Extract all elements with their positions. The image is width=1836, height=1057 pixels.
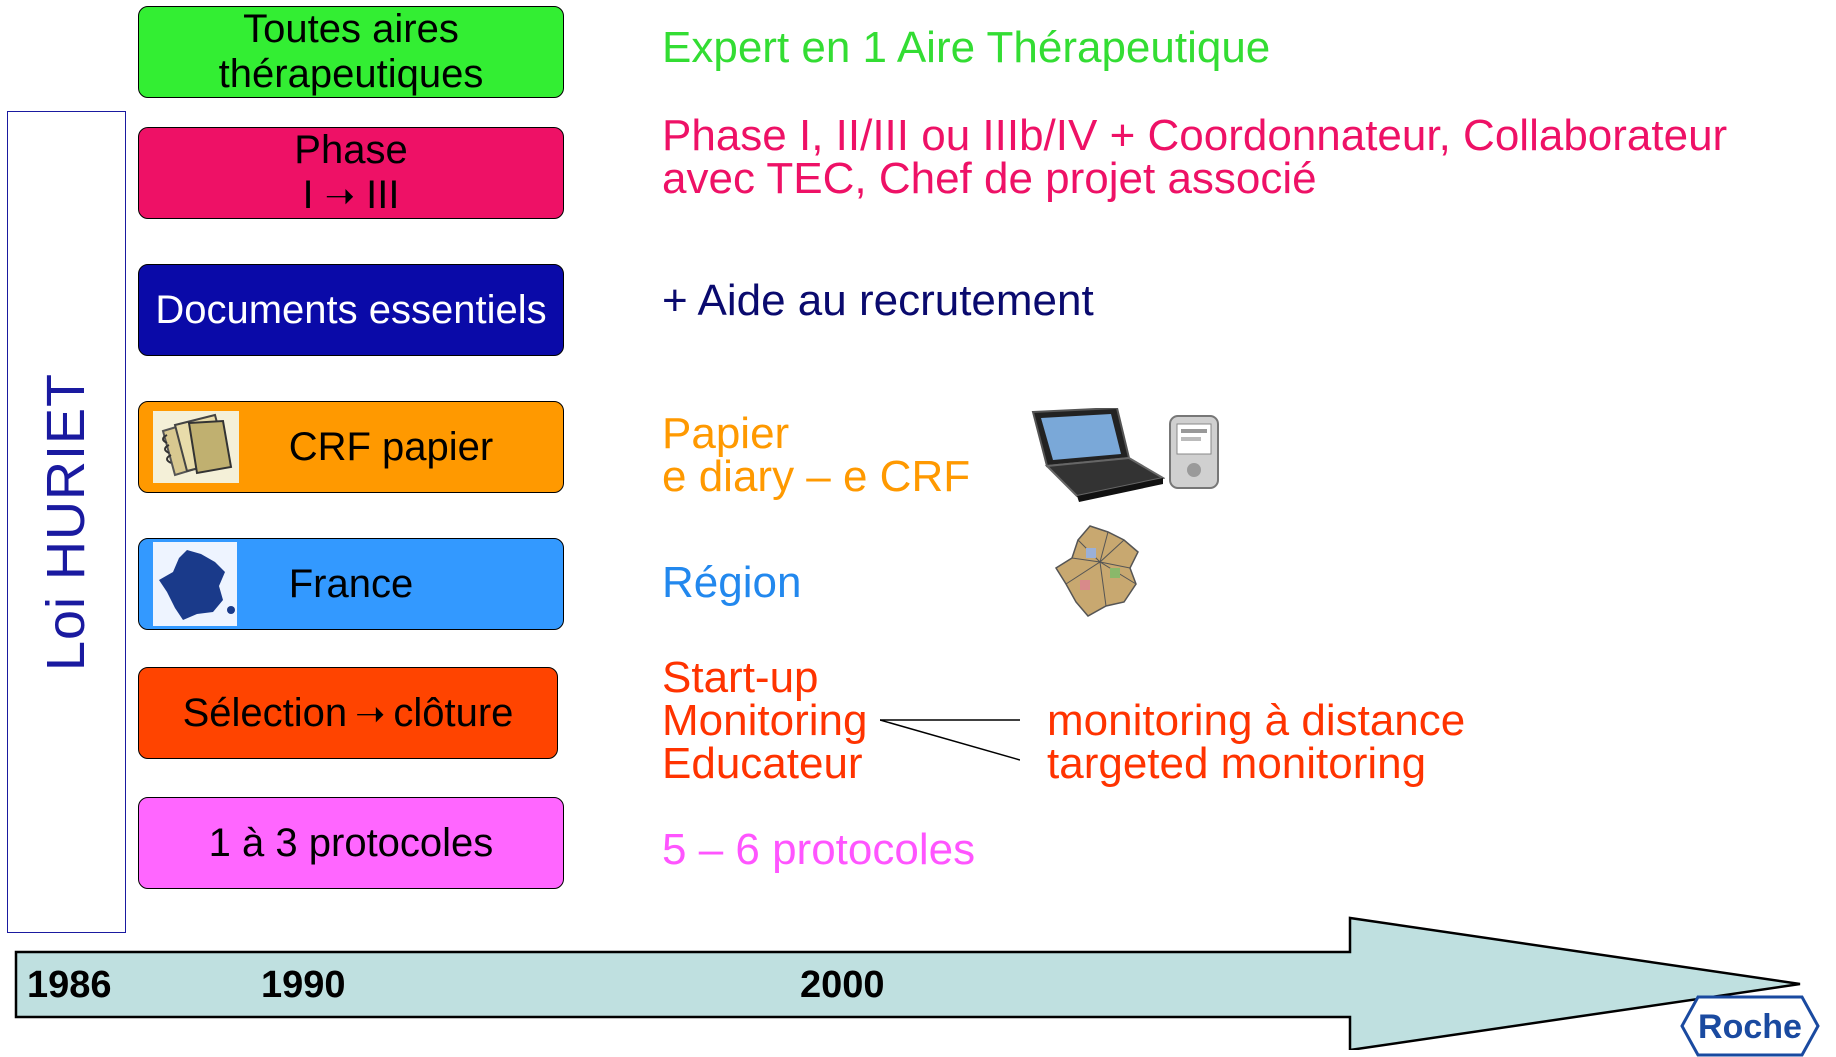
desc-startup: Start-up Monitoring Educateur [662, 653, 868, 788]
loi-huriet-frame [7, 111, 126, 933]
desc-monitoring: monitoring à distance targeted monitorin… [1047, 696, 1466, 788]
desc-region: Région [662, 558, 802, 607]
desc-phase-line1: Phase I, II/III ou IIIb/IV + Coordonnate… [662, 111, 1728, 160]
desc-monitoring-line2: targeted monitoring [1047, 739, 1427, 788]
loi-huriet-label: Loi HURIET [36, 372, 96, 672]
year-1990: 1990 [261, 964, 346, 1006]
desc-crf-line2: e diary – e CRF [662, 452, 971, 501]
desc-aide: + Aide au recrutement [662, 276, 1094, 325]
desc-startup-line1: Start-up [662, 653, 819, 702]
laptop-icon [1031, 408, 1165, 502]
year-2000: 2000 [800, 964, 885, 1006]
desc-monitoring-line1: monitoring à distance [1047, 696, 1466, 745]
box-documents: Documents essentiels [138, 264, 564, 356]
desc-crf-line1: Papier [662, 409, 790, 458]
desc-startup-line2: Monitoring [662, 696, 868, 745]
box-selection-to: clôture [393, 690, 514, 735]
right-arrow-icon: ➝ [355, 692, 386, 734]
paper-documents-icon [153, 411, 239, 483]
france-map-icon [153, 542, 237, 626]
box-toutes-aires: Toutes aires thérapeutiques [138, 6, 564, 98]
desc-protocoles: 5 – 6 protocoles [662, 825, 976, 874]
desc-phase-line2: avec TEC, Chef de projet associé [662, 154, 1317, 203]
box-documents-label: Documents essentiels [155, 287, 547, 332]
roche-logo: Roche [1680, 995, 1820, 1057]
desc-startup-line3: Educateur [662, 739, 863, 788]
regions-map-icon [1054, 525, 1139, 617]
phase-to: III [366, 173, 400, 217]
desc-phase: Phase I, II/III ou IIIb/IV + Coordonnate… [662, 111, 1728, 203]
box-france-label: France [288, 561, 414, 606]
box-phase: Phase I ➝ III [138, 127, 564, 219]
box-selection-from: Sélection [182, 690, 348, 735]
roche-logo-text: Roche [1698, 1008, 1802, 1046]
connector-lines [880, 719, 1020, 761]
pda-icon [1169, 415, 1219, 489]
box-france: France [138, 538, 564, 630]
desc-crf: Papier e diary – e CRF [662, 409, 971, 501]
box-phase-line1: Phase [294, 128, 408, 172]
box-toutes-aires-line2: thérapeutiques [218, 52, 484, 96]
box-toutes-aires-line1: Toutes aires [243, 7, 459, 51]
year-1986: 1986 [27, 964, 112, 1006]
phase-from: I [302, 173, 314, 217]
box-crf: CRF papier [138, 401, 564, 493]
box-selection: Sélection ➝ clôture [138, 667, 558, 759]
desc-expert: Expert en 1 Aire Thérapeutique [662, 23, 1271, 72]
box-phase-line2: I ➝ III [303, 173, 400, 218]
timeline-arrow [14, 916, 1801, 1050]
box-protocoles-label: 1 à 3 protocoles [208, 820, 494, 865]
right-arrow-icon: ➝ [324, 175, 355, 216]
box-protocoles: 1 à 3 protocoles [138, 797, 564, 889]
box-crf-label: CRF papier [288, 424, 494, 469]
